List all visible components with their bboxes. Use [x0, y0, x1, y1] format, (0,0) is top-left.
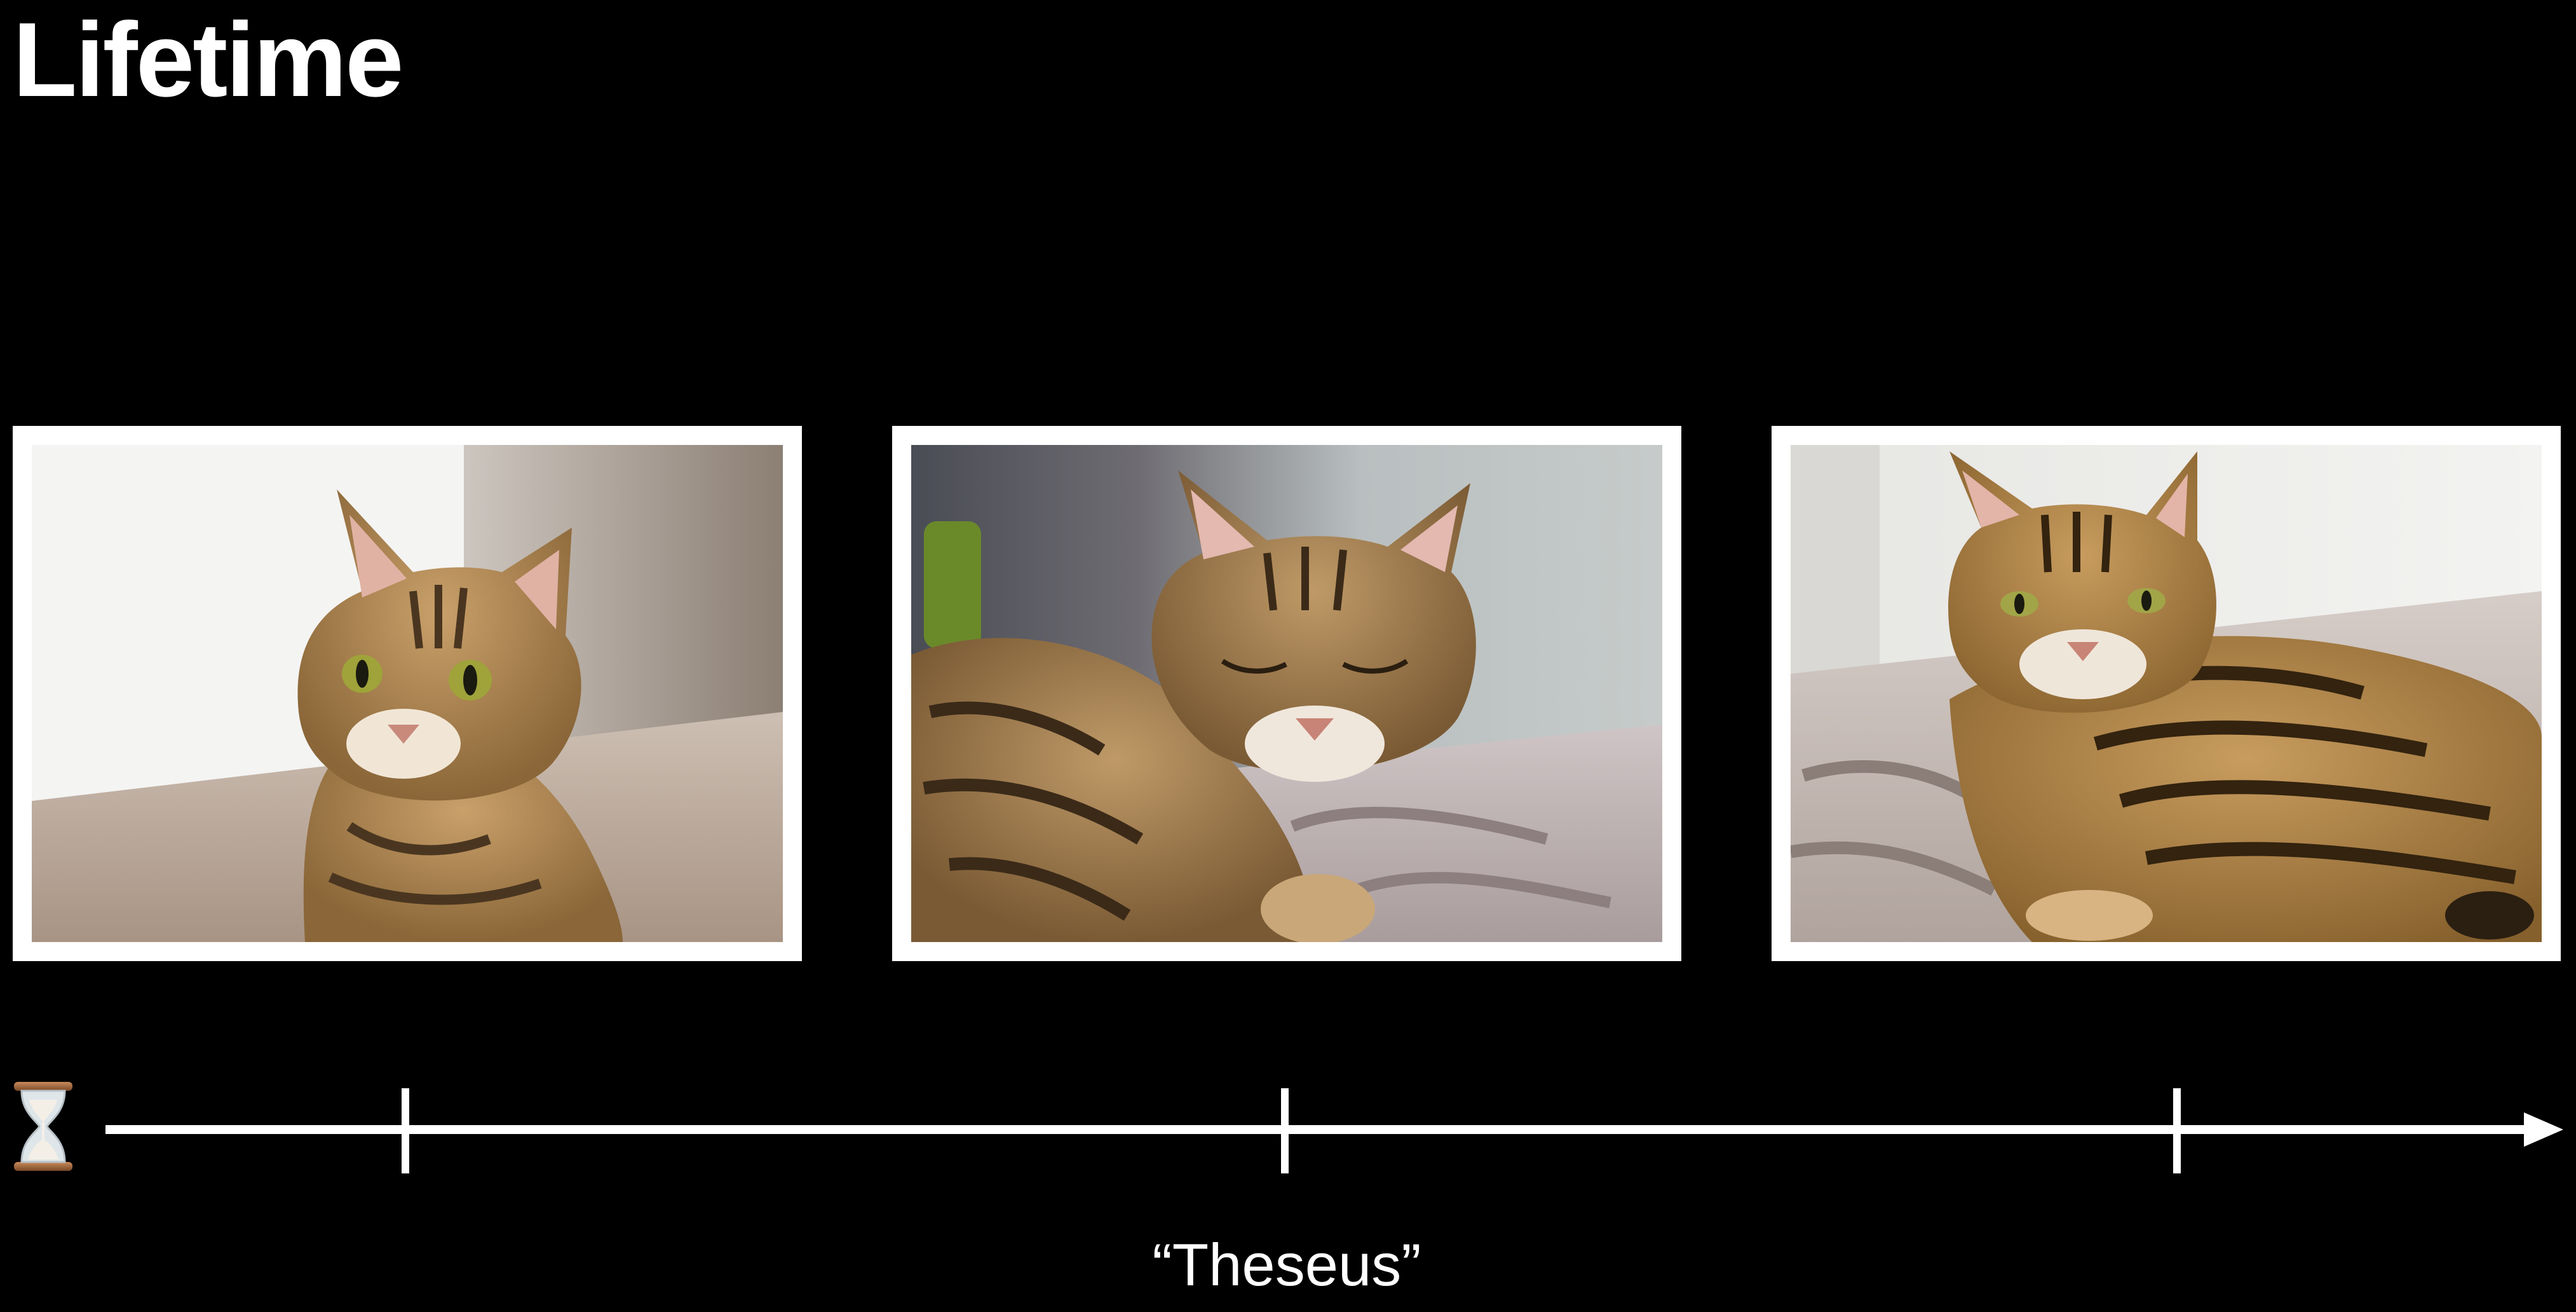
cat-image-lying — [1791, 445, 2542, 942]
cat-photo-3 — [1772, 426, 2561, 961]
slide-title: Lifetime — [13, 1, 403, 119]
cat-photo-2 — [892, 426, 1681, 961]
cat-photo-1 — [13, 426, 802, 961]
caption-label: “Theseus” — [1152, 1231, 1421, 1298]
cat-image-sitting — [32, 445, 783, 942]
hourglass-icon — [14, 1082, 72, 1171]
cat-image-sleeping — [911, 445, 1662, 942]
timeline-arrowhead — [2524, 1112, 2563, 1147]
